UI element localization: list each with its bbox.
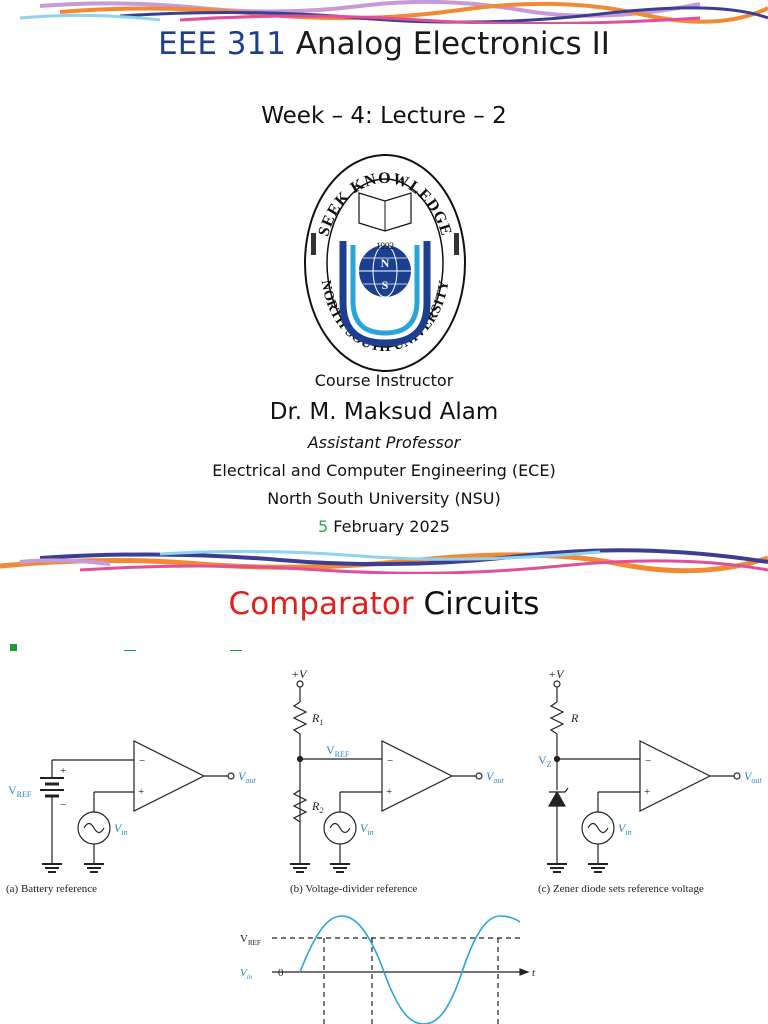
course-name: Analog Electronics II: [285, 26, 610, 62]
university: North South University (NSU): [267, 489, 501, 508]
bullet-dash: [124, 650, 136, 651]
svg-text:+: +: [644, 786, 650, 798]
a-vref-label: VREF: [8, 783, 32, 799]
comparator-slide: Comparator Circuits: [0, 574, 768, 1024]
title-accent: Comparator: [228, 586, 414, 622]
course-title: EEE 311 Analog Electronics II: [0, 24, 768, 64]
svg-text:−: −: [60, 799, 66, 811]
svg-text:+: +: [138, 786, 144, 798]
b-vref-label: VREF: [326, 743, 350, 759]
b-r1-label: R1: [311, 711, 323, 727]
title-slide: EEE 311 Analog Electronics II Week – 4: …: [0, 0, 768, 574]
wave-vref-label: VREF: [240, 933, 261, 947]
b-vout-label: Vout: [486, 769, 504, 785]
bottom-decorative-banner: [0, 548, 768, 574]
instructor-role: Course Instructor: [314, 371, 454, 390]
title-rest: Circuits: [413, 586, 540, 622]
instructor-title: Assistant Professor: [307, 433, 461, 452]
lecture-subtitle: Week – 4: Lecture – 2: [261, 103, 507, 129]
a-vout-label: Vout: [238, 769, 256, 785]
wave-vin-label: Vin: [240, 967, 253, 981]
logo-year: 1992: [376, 241, 394, 251]
course-code: EEE 311: [158, 26, 286, 62]
svg-text:−: −: [645, 755, 651, 767]
lecture-date: 5 February 2025: [0, 516, 768, 538]
b-vin-label: Vin: [360, 821, 374, 837]
top-decorative-banner: [0, 0, 768, 28]
svg-text:+: +: [60, 765, 66, 777]
c-vout-label: Vout: [744, 769, 762, 785]
caption-b: (b) Voltage-divider reference: [290, 883, 417, 895]
b-supply-label: +V: [291, 667, 308, 681]
university-logo: SEEK KNOWLEDGE NORTH SOUTH UNIVERSITY 19…: [303, 153, 467, 375]
c-vz-label: VZ: [538, 753, 552, 769]
logo-s: S: [382, 278, 389, 292]
bullet-dash: [230, 650, 242, 651]
b-r2-label: R2: [311, 799, 323, 815]
caption-a: (a) Battery reference: [6, 883, 97, 895]
c-vin-label: Vin: [618, 821, 632, 837]
slide-title: Comparator Circuits: [0, 582, 768, 626]
svg-text:−: −: [139, 755, 145, 767]
wave-t-label: t: [532, 967, 536, 979]
date-rest: February 2025: [328, 517, 450, 536]
svg-text:−: −: [387, 755, 393, 767]
bullet-marker: [10, 644, 17, 651]
wave-zero-label: 0: [278, 967, 284, 979]
c-r-label: R: [570, 711, 579, 725]
logo-n: N: [381, 256, 390, 270]
date-day: 5: [318, 517, 329, 536]
svg-text:+: +: [386, 786, 392, 798]
c-supply-label: +V: [548, 667, 565, 681]
a-vin-label: Vin: [114, 821, 128, 837]
comparator-figure: − + − + − + + − VREF Vout Vin (a) Battery re…: [6, 667, 762, 1024]
instructor-name: Dr. M. Maksud Alam: [269, 399, 499, 425]
caption-c: (c) Zener diode sets reference voltage: [538, 883, 704, 895]
department: Electrical and Computer Engineering (ECE…: [212, 461, 556, 480]
